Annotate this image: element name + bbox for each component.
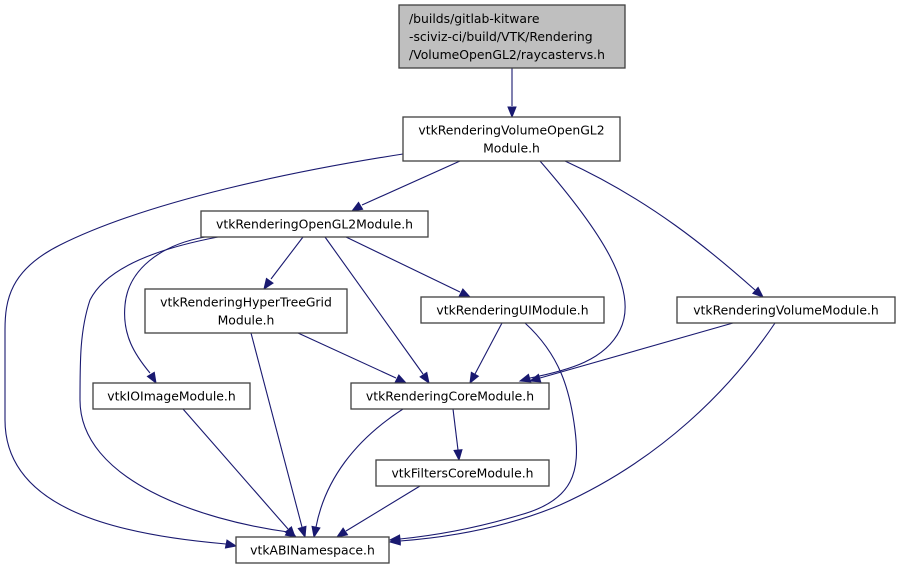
node-abi[interactable]: vtkABINamespace.h (235, 536, 390, 564)
node-box (398, 4, 626, 69)
node-label: vtkRenderingCoreModule.h (366, 389, 534, 404)
edge-volumeopengl2-to-volume (564, 160, 765, 298)
edge-line (399, 322, 776, 542)
node-label: vtkRenderingHyperTreeGrid (160, 295, 332, 310)
edge-volumeopengl2-to-abi (4, 153, 404, 549)
edge-line (124, 236, 206, 374)
node-box (420, 296, 605, 324)
node-label: Module.h (483, 141, 540, 156)
arrowhead-icon (311, 525, 321, 539)
node-label: vtkIOImageModule.h (107, 389, 235, 404)
edge-ioimage-to-abi (182, 408, 296, 539)
arrowhead-icon (263, 277, 274, 291)
node-label: vtkFiltersCoreModule.h (391, 466, 533, 481)
node-label: -sciviz-ci/build/VTK/Rendering (409, 29, 593, 44)
arrowhead-icon (146, 371, 157, 385)
nodes-layer: /builds/gitlab-kitware -sciviz-ci/build/V… (92, 4, 896, 564)
node-label: vtkRenderingVolumeModule.h (693, 303, 879, 318)
arrowhead-icon (507, 106, 517, 119)
arrowhead-icon (350, 201, 364, 212)
node-filterscore[interactable]: vtkFiltersCoreModule.h (375, 459, 550, 487)
node-label: vtkRenderingOpenGL2Module.h (216, 217, 413, 232)
edge-filterscore-to-abi (335, 485, 421, 538)
edge-line (474, 322, 503, 375)
arrowhead-icon (335, 527, 349, 538)
node-label: vtkRenderingUIModule.h (436, 303, 588, 318)
arrowhead-icon (284, 525, 296, 539)
edge-line (79, 236, 289, 533)
node-box (676, 296, 896, 324)
edge-line (4, 153, 404, 545)
arrowhead-icon (394, 374, 408, 384)
edge-volumeopengl2-to-core (518, 160, 626, 383)
arrowhead-icon (518, 373, 532, 383)
edge-line (529, 160, 626, 379)
arrowhead-icon (297, 525, 307, 539)
edge-line (315, 408, 404, 528)
edge-line (324, 236, 424, 375)
edge-hypertreegrid-to-core (297, 332, 408, 384)
node-box (235, 536, 390, 564)
edge-line (361, 160, 461, 206)
edge-core-to-abi (311, 408, 404, 539)
edge-line (297, 332, 397, 379)
edge-line (564, 160, 756, 291)
arrowhead-icon (469, 371, 480, 385)
edge-opengl2-to-hypertreegrid (263, 236, 304, 291)
node-opengl2[interactable]: vtkRenderingOpenGL2Module.h (200, 210, 429, 238)
edge-raycastervs-to-volumeopengl2 (507, 68, 517, 119)
edge-opengl2-to-ioimage (124, 236, 206, 385)
edge-line (399, 322, 578, 540)
arrowhead-icon (751, 286, 765, 298)
arrowhead-icon (458, 288, 472, 298)
edge-line (452, 408, 459, 451)
node-box (92, 382, 251, 410)
edge-ui-to-core (469, 322, 503, 385)
node-label: vtkRenderingVolumeOpenGL2 (418, 123, 604, 138)
edge-volume-to-abi (388, 322, 776, 546)
node-box (200, 210, 429, 238)
node-raycastervs: /builds/gitlab-kitware -sciviz-ci/build/V… (398, 4, 626, 69)
node-label: /builds/gitlab-kitware (409, 11, 539, 26)
edge-opengl2-to-core (324, 236, 430, 385)
node-box (375, 459, 550, 487)
edges-layer (4, 68, 776, 549)
node-box (402, 116, 621, 162)
arrowhead-icon (453, 449, 463, 462)
arrowhead-icon (388, 536, 401, 546)
node-label: /VolumeOpenGL2/raycastervs.h (409, 47, 605, 62)
edge-hypertreegrid-to-abi (250, 332, 307, 539)
edge-line (345, 485, 421, 532)
node-box (350, 382, 550, 410)
edge-volumeopengl2-to-opengl2 (350, 160, 461, 212)
node-ioimage[interactable]: vtkIOImageModule.h (92, 382, 251, 410)
arrowhead-icon (528, 373, 542, 383)
edge-line (182, 408, 289, 530)
node-core[interactable]: vtkRenderingCoreModule.h (350, 382, 550, 410)
node-label: Module.h (218, 313, 275, 328)
node-volume[interactable]: vtkRenderingVolumeModule.h (676, 296, 896, 324)
arrowhead-icon (224, 539, 238, 549)
node-label: vtkABINamespace.h (250, 543, 375, 558)
edge-line (270, 236, 304, 280)
edge-line (250, 332, 303, 528)
edge-line (345, 236, 461, 293)
arrowhead-icon (419, 371, 430, 385)
edge-core-to-filterscore (452, 408, 463, 462)
edge-opengl2-to-ui (345, 236, 472, 298)
edge-line (539, 322, 734, 379)
node-ui[interactable]: vtkRenderingUIModule.h (420, 296, 605, 324)
node-box (144, 288, 348, 334)
edge-volume-to-core (528, 322, 734, 383)
